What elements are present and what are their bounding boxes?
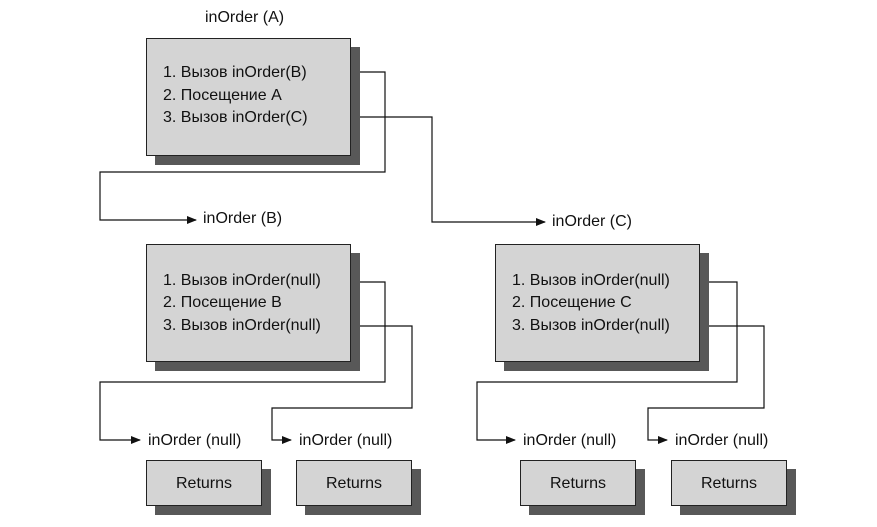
arrow-a-to-b	[99, 71, 386, 224]
node-b-box: 1. Вызов inOrder(null) 2. Посещение B 3.…	[146, 244, 351, 362]
node-c-line-3: 3. Вызов inOrder(null)	[512, 317, 670, 334]
leaf-2-box: Returns	[296, 460, 412, 506]
leaf-4-title: inOrder (null)	[675, 432, 769, 449]
node-c-line-1: 1. Вызов inOrder(null)	[512, 272, 670, 289]
arrow-b-to-null-1	[99, 281, 386, 444]
node-c-line-2: 2. Посещение C	[512, 294, 632, 311]
node-c-title: inOrder (C)	[552, 213, 633, 230]
leaf-4-box: Returns	[671, 460, 787, 506]
arrow-b-to-null-2	[271, 325, 413, 444]
arrow-a-to-c	[325, 116, 546, 226]
node-c-box: 1. Вызов inOrder(null) 2. Посещение C 3.…	[495, 244, 700, 362]
node-a-box: 1. Вызов inOrder(B) 2. Посещение A 3. Вы…	[146, 38, 351, 156]
leaf-1-returns: Returns	[175, 475, 233, 492]
leaf-1-title: inOrder (null)	[148, 432, 242, 449]
node-a-title: inOrder (A)	[205, 9, 285, 26]
leaf-4-returns: Returns	[700, 475, 758, 492]
leaf-2-returns: Returns	[325, 475, 383, 492]
leaf-3-box: Returns	[520, 460, 636, 506]
node-a-line-3: 3. Вызов inOrder(C)	[163, 109, 308, 126]
leaf-2-title: inOrder (null)	[299, 432, 393, 449]
node-b-title: inOrder (B)	[203, 210, 283, 227]
arrow-c-to-null-1	[476, 281, 738, 444]
leaf-3-returns: Returns	[549, 475, 607, 492]
leaf-3-title: inOrder (null)	[523, 432, 617, 449]
leaf-1-box: Returns	[146, 460, 262, 506]
node-b-line-1: 1. Вызов inOrder(null)	[163, 272, 321, 289]
node-a-line-1: 1. Вызов inOrder(B)	[163, 64, 307, 81]
node-b-line-3: 3. Вызов inOrder(null)	[163, 317, 321, 334]
node-a-line-2: 2. Посещение A	[163, 87, 282, 104]
arrow-c-to-null-2	[647, 325, 765, 444]
node-b-line-2: 2. Посещение B	[163, 294, 282, 311]
